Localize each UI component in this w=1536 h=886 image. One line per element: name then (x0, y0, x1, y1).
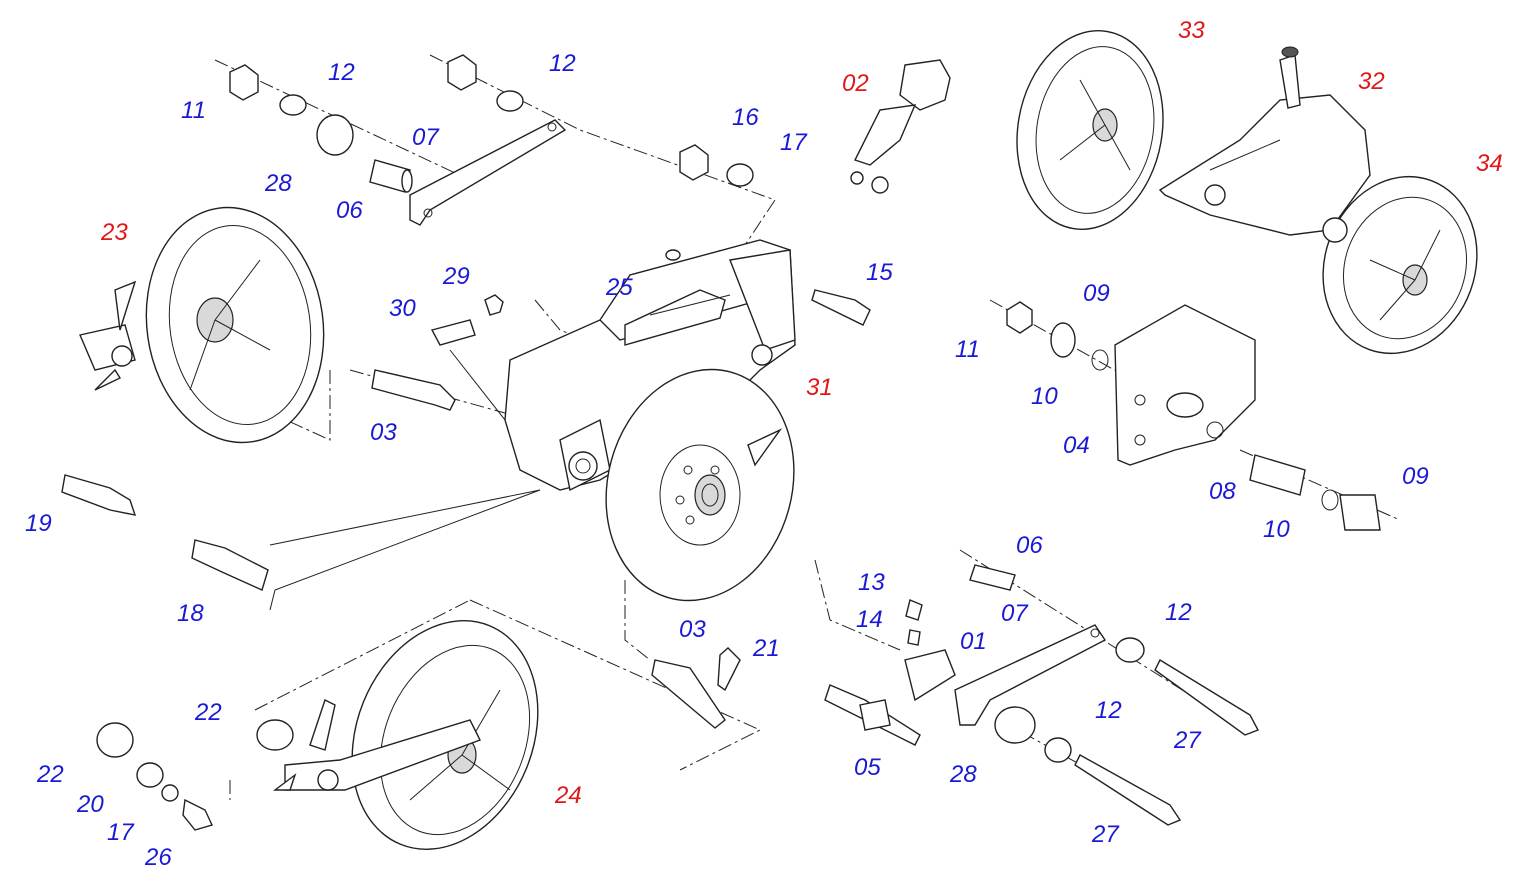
callout-27: 27 (1092, 821, 1119, 848)
callout-21: 21 (753, 635, 780, 662)
callout-17: 17 (107, 819, 134, 846)
disc-31 (605, 368, 795, 602)
gauge-wheel-23 (79, 206, 325, 444)
callout-11: 11 (955, 336, 980, 363)
cylinder-parts (61, 119, 1381, 826)
callout-02: 02 (842, 70, 869, 97)
callout-09: 09 (1083, 280, 1110, 307)
callout-15: 15 (866, 259, 893, 286)
callout-03: 03 (679, 616, 706, 643)
callout-12: 12 (1095, 697, 1122, 724)
callout-30: 30 (389, 295, 416, 322)
callout-05: 05 (854, 754, 881, 781)
main-frame (504, 239, 796, 492)
callout-27: 27 (1174, 727, 1201, 754)
callout-28: 28 (265, 170, 292, 197)
callout-07: 07 (412, 124, 439, 151)
callout-06: 06 (336, 197, 363, 224)
callout-12: 12 (328, 59, 355, 86)
callout-13: 13 (858, 569, 885, 596)
callout-12: 12 (1165, 599, 1192, 626)
gauge-wheel-24 (272, 620, 539, 850)
callout-22: 22 (37, 761, 64, 788)
callout-12: 12 (549, 50, 576, 77)
fasteners (96, 54, 1339, 831)
callout-06: 06 (1016, 532, 1043, 559)
callout-28: 28 (950, 761, 977, 788)
callout-16: 16 (732, 104, 759, 131)
callout-10: 10 (1263, 516, 1290, 543)
callout-24: 24 (555, 782, 582, 809)
callout-23: 23 (101, 219, 128, 246)
callout-25: 25 (606, 274, 633, 301)
callout-07: 07 (1001, 600, 1028, 627)
seed-tube-02 (850, 59, 951, 194)
callout-04: 04 (1063, 432, 1090, 459)
callout-32: 32 (1358, 68, 1385, 95)
closing-wheels (1016, 30, 1478, 355)
callout-01: 01 (960, 628, 987, 655)
callout-08: 08 (1209, 478, 1236, 505)
callout-31: 31 (806, 374, 833, 401)
callout-10: 10 (1031, 383, 1058, 410)
callout-17: 17 (780, 129, 807, 156)
callout-03: 03 (370, 419, 397, 446)
callout-18: 18 (177, 600, 204, 627)
callout-20: 20 (77, 791, 104, 818)
callout-29: 29 (443, 263, 470, 290)
bracket-04 (1114, 304, 1256, 466)
callout-26: 26 (145, 844, 172, 871)
callout-34: 34 (1476, 150, 1503, 177)
callout-19: 19 (25, 510, 52, 537)
callout-14: 14 (856, 606, 883, 633)
callout-33: 33 (1178, 17, 1205, 44)
callout-09: 09 (1402, 463, 1429, 490)
callout-22: 22 (195, 699, 222, 726)
callout-11: 11 (181, 97, 206, 124)
